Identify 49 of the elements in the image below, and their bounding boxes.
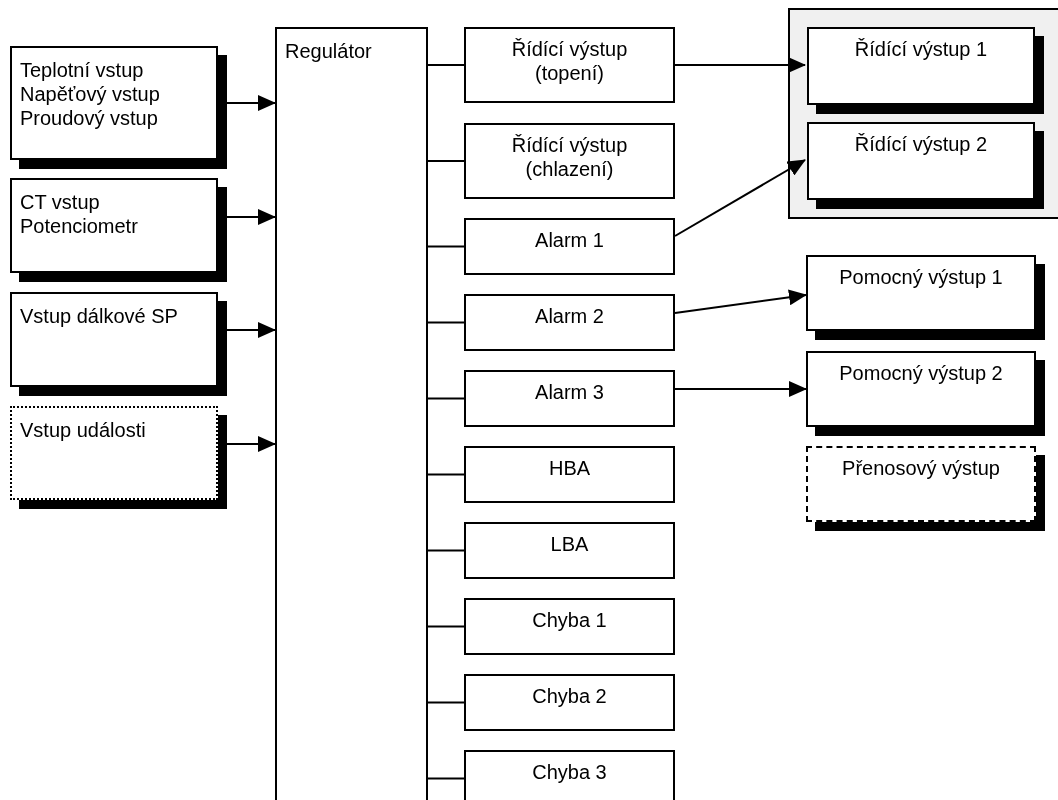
box-text: CT vstup (20, 190, 100, 214)
box-text: Pomocný výstup 1 (839, 265, 1003, 289)
box-text: Proudový vstup (20, 106, 158, 130)
connector-line (427, 701, 465, 704)
box-text: Napěťový vstup (20, 82, 160, 106)
process-box (464, 674, 675, 731)
box-text: Řídící výstup (chlazení) (510, 133, 629, 181)
box-text: Chyba 2 (532, 684, 607, 708)
process-box (464, 598, 675, 655)
connector-line (427, 245, 465, 248)
arrow (674, 289, 807, 314)
process-box (464, 446, 675, 503)
connector-line (427, 473, 465, 476)
box-text: Potenciometr (20, 214, 138, 238)
box-text: Řídící výstup (topení) (510, 37, 629, 85)
connector-line (427, 321, 465, 324)
box-text: LBA (550, 532, 589, 556)
process-box (464, 27, 675, 103)
process-box (464, 522, 675, 579)
group-panel (788, 8, 1058, 219)
box-text: Alarm 1 (535, 228, 604, 252)
box-text: Řídící výstup 1 (854, 37, 988, 61)
process-box (464, 294, 675, 351)
process-box (464, 370, 675, 427)
box-text: Řídící výstup 2 (854, 132, 988, 156)
connector-line (427, 397, 465, 400)
box-text: Chyba 3 (532, 760, 607, 784)
arrow (674, 57, 806, 73)
process-box (464, 123, 675, 199)
box-text: HBA (548, 456, 591, 480)
box-text: Alarm 2 (535, 304, 604, 328)
process-box (464, 218, 675, 275)
box-text: Vstup události (20, 418, 146, 442)
connector-line (427, 160, 465, 162)
connector-line (427, 64, 465, 66)
box-text: Alarm 3 (535, 380, 604, 404)
box-text: Chyba 1 (532, 608, 607, 632)
connector-line (427, 549, 465, 552)
box-text: Regulátor (285, 39, 372, 63)
connector-line (427, 777, 465, 780)
arrow (674, 381, 807, 397)
box-text: Přenosový výstup (842, 456, 1000, 480)
process-box (464, 750, 675, 800)
box-text: Teplotní vstup (20, 58, 144, 82)
connector-line (427, 625, 465, 628)
process-box (275, 27, 428, 800)
box-text: Vstup dálkové SP (20, 304, 178, 328)
box-text: Pomocný výstup 2 (839, 361, 1003, 385)
arrow (674, 159, 806, 237)
